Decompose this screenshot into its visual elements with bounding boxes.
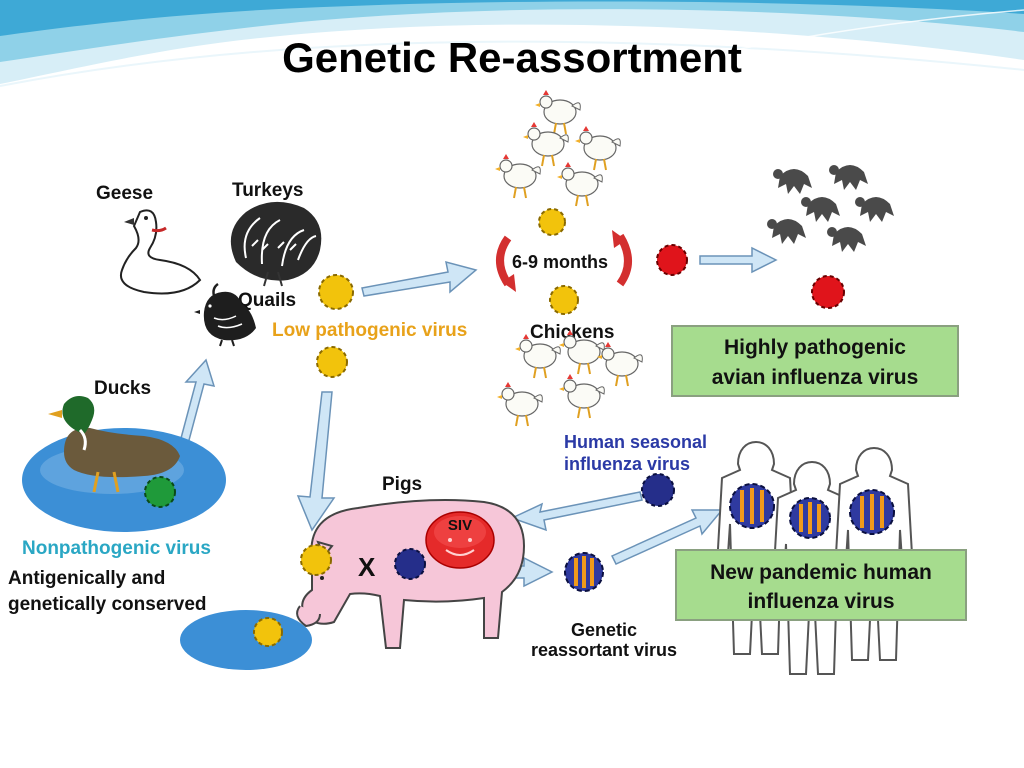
virus-human-2	[789, 497, 831, 539]
label-human-seasonal-line-2: influenza virus	[564, 454, 690, 474]
duck-illustration	[48, 396, 180, 493]
label-conserved-line-1: Antigenically and	[8, 568, 165, 589]
virus-reassortant	[564, 552, 604, 592]
virus-chicken-middle	[549, 285, 579, 315]
label-conserved-line-2: genetically conserved	[8, 594, 207, 615]
virus-chicken-top	[538, 208, 566, 236]
virus-pig-navy	[394, 548, 426, 580]
arrow-human-to-pig	[510, 491, 643, 532]
virus-human-seasonal	[641, 473, 675, 507]
new-pandemic-line-1: New pandemic human	[710, 561, 932, 584]
cross-mark: X	[358, 552, 376, 582]
turkey-illustration	[230, 201, 322, 287]
slide-title: Genetic Re-assortment	[282, 34, 742, 81]
header-wave	[0, 0, 1024, 87]
virus-red-small	[656, 244, 688, 276]
chickens-bottom-group	[496, 329, 644, 427]
label-turkeys: Turkeys	[232, 180, 303, 201]
small-pond	[180, 610, 312, 670]
arrow-ducks-to-birds	[179, 358, 216, 445]
virus-low-pathogenic-1	[318, 274, 354, 310]
header-streak	[0, 40, 1024, 87]
header-band-mid	[0, 0, 1024, 62]
label-geese: Geese	[96, 183, 153, 204]
label-pigs: Pigs	[382, 474, 422, 495]
arrow-quails-to-chickens	[361, 260, 478, 297]
label-human-seasonal-line-1: Human seasonal	[564, 432, 707, 452]
new-pandemic-box: New pandemic human influenza virus	[675, 549, 967, 621]
siv-badge: SIV	[425, 511, 495, 569]
virus-human-3	[849, 489, 895, 535]
label-chickens: Chickens	[530, 322, 614, 343]
label-low-pathogenic: Low pathogenic virus	[272, 320, 467, 341]
goose-illustration	[120, 209, 202, 295]
new-pandemic-line-2: influenza virus	[747, 590, 894, 613]
arrow-reassortant-to-humans	[610, 509, 724, 565]
highly-pathogenic-line-1: Highly pathogenic	[724, 336, 906, 359]
label-quails: Quails	[238, 290, 296, 311]
label-reassortant-line-1: Genetic	[571, 620, 637, 640]
virus-red-large	[811, 275, 845, 309]
header-band-dark	[0, 0, 1024, 36]
arrow-birds-to-pigs	[296, 391, 336, 532]
virus-green	[144, 476, 176, 508]
dead-chickens-group	[767, 165, 894, 252]
label-ducks: Ducks	[94, 378, 151, 399]
label-months: 6-9 months	[512, 252, 608, 272]
virus-pond-yellow	[253, 617, 283, 647]
highly-pathogenic-line-2: avian influenza virus	[712, 366, 919, 389]
chickens-top-group	[494, 89, 622, 207]
cycle-arrows	[496, 230, 632, 292]
label-reassortant-line-2: reassortant virus	[531, 640, 677, 660]
header-streak-right	[599, 9, 1024, 81]
highly-pathogenic-box: Highly pathogenic avian influenza virus	[671, 325, 959, 397]
quail-illustration	[194, 282, 256, 347]
virus-pig-yellow	[300, 544, 332, 576]
virus-low-pathogenic-2	[316, 346, 348, 378]
arrow-months-to-highly	[699, 246, 778, 274]
siv-label: SIV	[448, 517, 472, 534]
label-nonpathogenic: Nonpathogenic virus	[22, 538, 211, 559]
virus-human-1	[729, 483, 775, 529]
